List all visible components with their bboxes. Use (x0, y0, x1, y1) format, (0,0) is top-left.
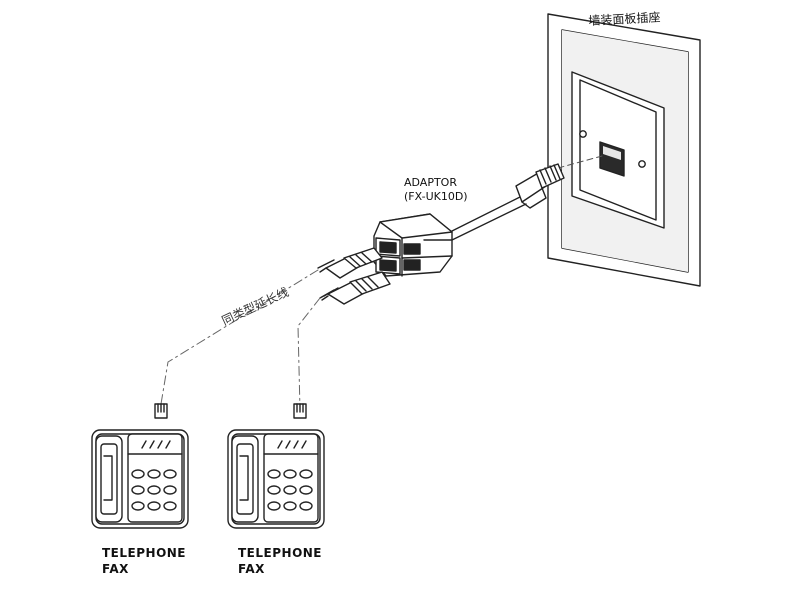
adaptor-jack-3 (403, 243, 421, 255)
adaptor-body (373, 213, 453, 277)
adaptor-jack-2 (379, 259, 397, 272)
device-label-2: TELEPHONE FAX (238, 545, 322, 577)
adaptor-cable (449, 195, 527, 241)
wall-socket (571, 71, 665, 229)
adaptor-jack-1 (379, 241, 397, 254)
phone-plug-2 (293, 403, 307, 419)
screw-left (579, 130, 587, 138)
telephone-1 (91, 429, 189, 529)
upper-plug (317, 247, 383, 279)
device-label-1-line1: TELEPHONE (102, 546, 187, 560)
device-label-2-line1: TELEPHONE (238, 546, 323, 560)
socket-projection (557, 155, 603, 169)
telephone-2 (227, 429, 325, 529)
extension-cable-lines (159, 269, 321, 411)
adaptor-label: ADAPTOR (FX-UK10D) (404, 176, 468, 204)
keypad-2 (267, 469, 313, 511)
phone-plug-1 (154, 403, 168, 419)
lower-plug (319, 271, 391, 305)
device-label-1: TELEPHONE FAX (102, 545, 186, 577)
adaptor-label-line1: ADAPTOR (404, 176, 457, 189)
keypad-1 (131, 469, 177, 511)
device-label-1-line2: FAX (102, 562, 129, 576)
adaptor-jack-4 (403, 259, 421, 271)
wall-plug (515, 163, 565, 209)
device-label-2-line2: FAX (238, 562, 265, 576)
screw-right (638, 160, 646, 168)
adaptor-label-line2: (FX-UK10D) (404, 190, 468, 203)
